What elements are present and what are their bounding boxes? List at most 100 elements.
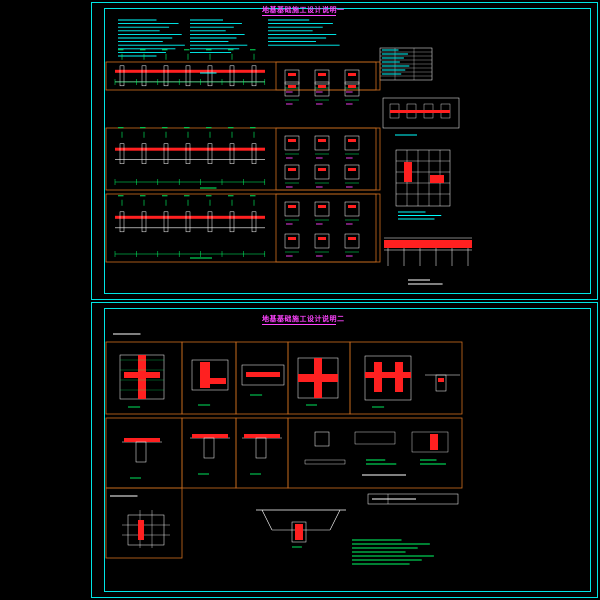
section-detail — [284, 69, 300, 85]
section-rebar — [288, 205, 296, 208]
detail-panel-row1-5 — [349, 341, 463, 415]
beam-column-stub — [185, 211, 191, 233]
trench-rebar — [295, 524, 303, 540]
section-detail — [314, 69, 330, 85]
trench-side — [261, 509, 273, 531]
beam-section-web — [135, 441, 147, 463]
spacer — [106, 330, 184, 340]
section-detail-panel-3 — [275, 193, 377, 263]
beam-section-rebar — [244, 434, 280, 438]
cross-rebar-h — [298, 374, 338, 382]
beam-column-stub — [141, 65, 147, 87]
drawing-sheet-2-border — [104, 308, 591, 592]
section-rebar — [348, 85, 356, 88]
grid-rebar — [404, 162, 412, 182]
section-detail — [314, 135, 330, 151]
section-rebar — [348, 73, 356, 76]
beam-section-web — [255, 437, 267, 459]
trench-side — [329, 509, 341, 531]
section-detail-panel-1 — [275, 61, 377, 91]
beam-column-stub — [251, 211, 257, 233]
section-detail — [344, 164, 360, 180]
beam-joint-detail — [241, 364, 285, 386]
drawing-sheet-1 — [91, 2, 598, 300]
grid-detail — [395, 149, 451, 207]
foundation-plan-detail — [382, 97, 460, 129]
beam-column-stub — [229, 143, 235, 164]
trench-footing — [291, 521, 307, 543]
section-detail — [284, 164, 300, 180]
section-rebar — [288, 139, 296, 142]
stirrup-detail — [314, 431, 330, 447]
stirrup-bar — [304, 459, 346, 465]
bottom-grid-rebar — [138, 520, 144, 540]
beam-column-stub — [163, 65, 169, 87]
beam-section-web — [203, 437, 215, 459]
sheet-1-title: 地基基础施工设计说明一 — [262, 6, 345, 14]
section-profile-web — [435, 374, 447, 392]
beam-column-stub — [251, 143, 257, 164]
section-rebar — [318, 205, 326, 208]
beam-column-stub — [141, 143, 147, 164]
section-rebar — [348, 139, 356, 142]
corner-rebar — [200, 378, 226, 384]
beam-panel-2 — [105, 127, 381, 191]
lap-detail — [354, 431, 396, 445]
section-rebar — [318, 139, 326, 142]
beam-column-stub — [207, 211, 213, 233]
section-detail — [344, 201, 360, 217]
sheet-1-title-underline — [262, 15, 336, 16]
section-rebar — [318, 168, 326, 171]
section-detail — [344, 81, 360, 97]
beam-column-stub — [119, 143, 125, 164]
bottom-table — [367, 493, 459, 505]
corner-detail — [191, 359, 229, 391]
section-detail — [344, 135, 360, 151]
grid-rebar — [430, 175, 444, 183]
beam-panel-3 — [105, 193, 381, 263]
beam-panel-1 — [105, 61, 381, 91]
section-detail-panel-2 — [275, 127, 377, 191]
beam-column-stub — [185, 65, 191, 87]
grid-joint-rebar — [365, 372, 411, 378]
corner-rebar — [200, 362, 210, 388]
beam-column-stub — [229, 65, 235, 87]
section-detail — [344, 233, 360, 249]
detail-panel-row2-1 — [105, 417, 183, 489]
beam-column-stub — [163, 143, 169, 164]
cap-rebar — [124, 372, 160, 378]
section-detail — [284, 201, 300, 217]
drawing-sheet-1-border — [104, 8, 591, 294]
beam-column-stub — [251, 65, 257, 87]
detail-panel-row1-3 — [235, 341, 289, 415]
section-rebar — [348, 205, 356, 208]
section-rebar — [318, 73, 326, 76]
section-rebar — [348, 168, 356, 171]
bottom-grid — [127, 514, 165, 546]
beam-column-stub — [185, 143, 191, 164]
drawing-sheet-2 — [91, 302, 598, 598]
grid-panel — [105, 487, 183, 559]
section-rebar — [318, 237, 326, 240]
detail-panel-row2-3 — [235, 417, 289, 489]
section-rebar — [318, 85, 326, 88]
beam-section-rebar — [124, 438, 160, 442]
beam-section-rebar — [192, 434, 228, 438]
section-rebar — [288, 168, 296, 171]
beam-column-stub — [119, 65, 125, 87]
beam-column-stub — [141, 211, 147, 233]
section-rebar — [438, 378, 444, 382]
section-detail — [314, 81, 330, 97]
section-rebar — [288, 73, 296, 76]
section-detail — [284, 233, 300, 249]
joint-rebar — [246, 372, 280, 377]
sheet-2-title-underline — [262, 324, 336, 325]
foundation-beam-rebar — [390, 110, 450, 113]
beam-column-stub — [119, 211, 125, 233]
section-rebar — [288, 237, 296, 240]
section-rebar — [348, 237, 356, 240]
anchor-rebar — [430, 434, 438, 450]
beam-column-stub — [207, 65, 213, 87]
detail-panel-row2-4 — [287, 417, 463, 489]
